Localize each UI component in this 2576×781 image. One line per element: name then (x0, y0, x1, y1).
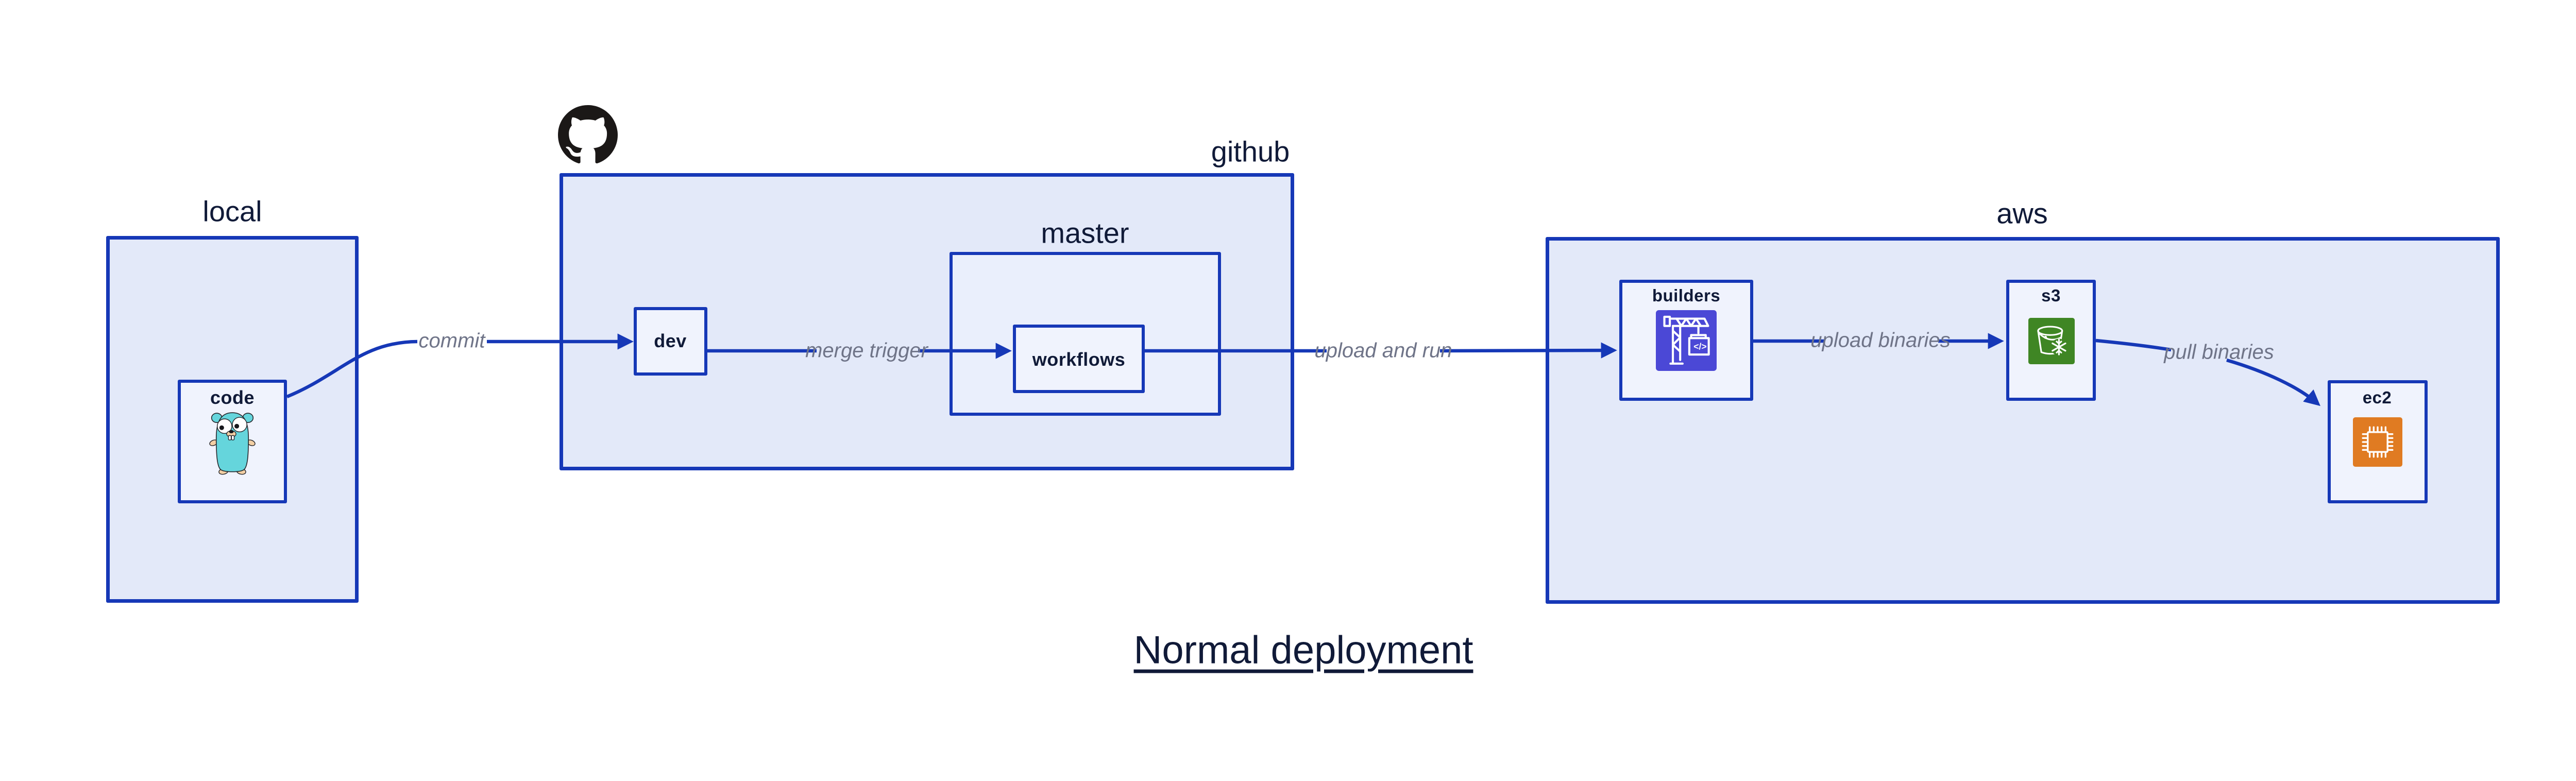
node-label-code: code (210, 387, 255, 408)
node-label-ec2: ec2 (2362, 388, 2392, 407)
node-label-s3: s3 (2041, 286, 2061, 305)
diagram-title: Normal deployment (1133, 628, 1473, 672)
aws-s3-glacier-icon (2028, 318, 2075, 364)
group-label-aws: aws (1996, 197, 2048, 230)
go-gopher-icon (209, 412, 256, 475)
group-label-local: local (202, 195, 262, 228)
aws-ec2-icon (2353, 417, 2402, 467)
node-box-dev (634, 307, 707, 376)
svg-text:</>: </> (1693, 342, 1707, 352)
edge-label-merge-trigger: merge trigger (805, 339, 928, 362)
node-box-builders (1619, 280, 1753, 401)
edge-label-upload-and-run: upload and run (1314, 339, 1452, 362)
node-label-workflows: workflows (1032, 349, 1126, 370)
edge-label-pull-binaries: pull binaries (2164, 341, 2274, 364)
group-label-master: master (1041, 216, 1129, 249)
group-label-github: github (1211, 135, 1290, 168)
aws-codebuild-icon: </> (1656, 310, 1717, 371)
github-octocat-icon (558, 105, 618, 164)
edge-label-commit: commit (418, 329, 485, 352)
node-box-workflows (1013, 325, 1145, 393)
edge-label-upload-binaries: upload binaries (1810, 329, 1951, 352)
node-label-dev: dev (654, 330, 687, 351)
node-label-builders: builders (1652, 286, 1721, 305)
